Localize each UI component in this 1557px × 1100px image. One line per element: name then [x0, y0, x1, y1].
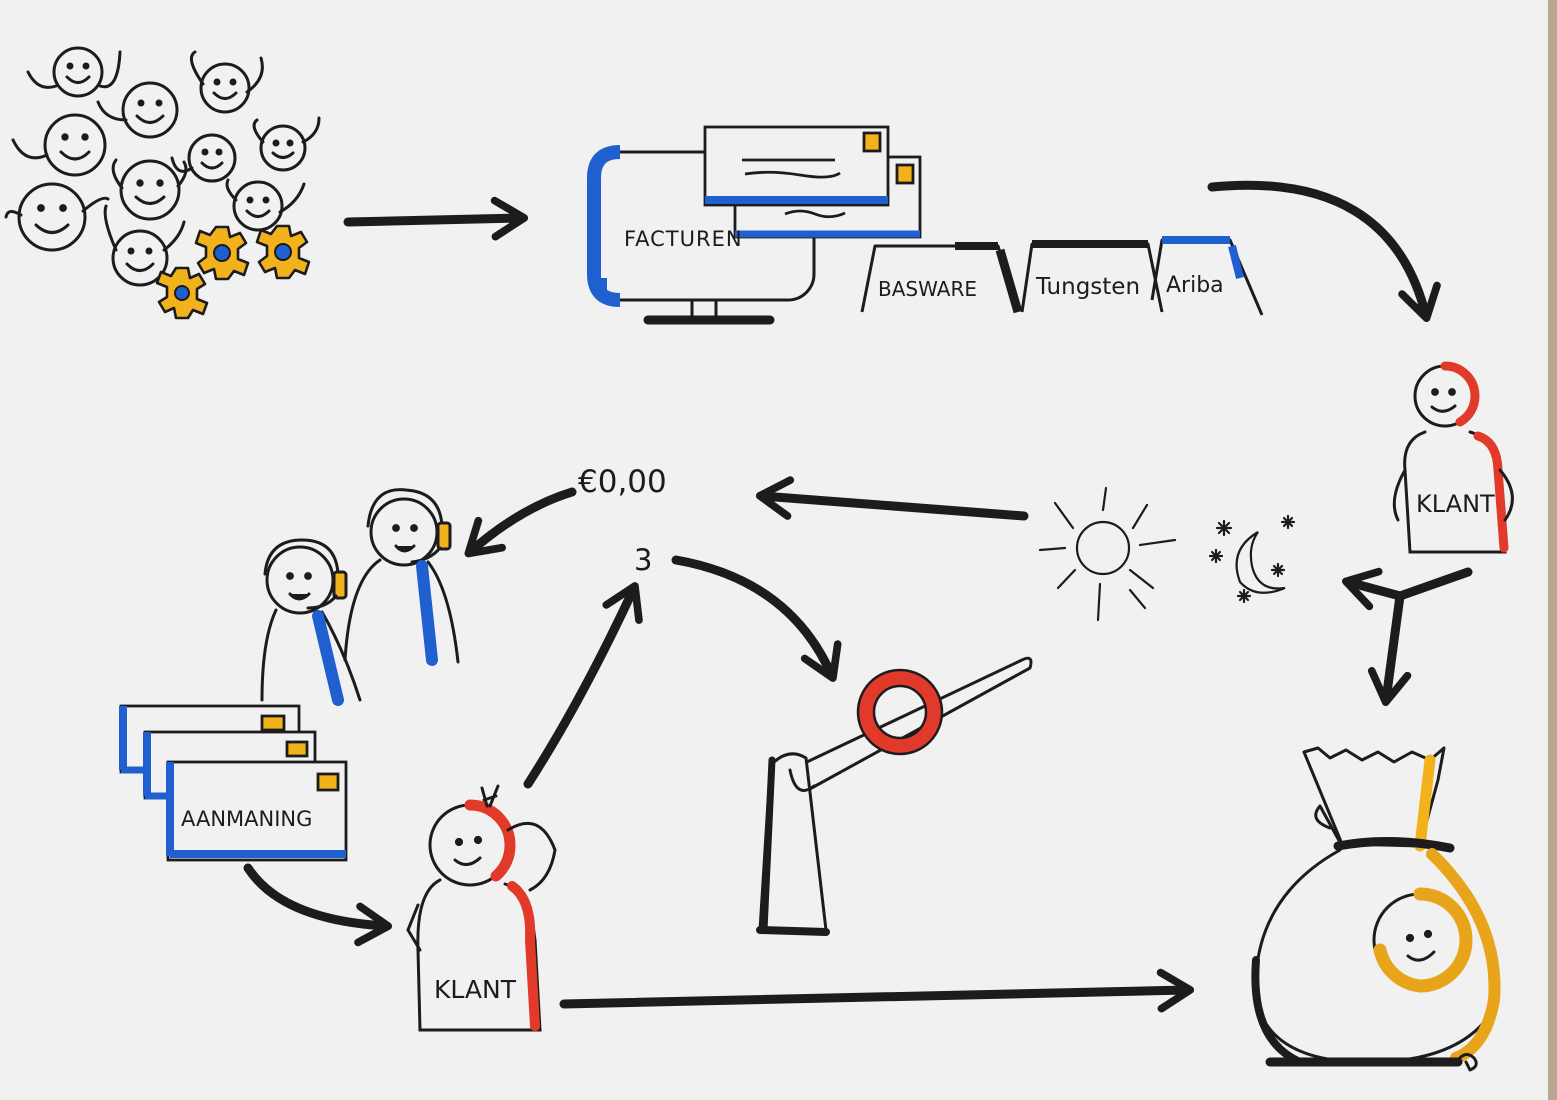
tab-bar: [860, 236, 1264, 316]
facturen-label: FACTUREN: [624, 227, 743, 251]
arrow-to-facturen: [343, 196, 529, 241]
tab-basware: BASWARE: [878, 277, 977, 301]
moon-stars-icon: [1208, 514, 1296, 604]
arrow-to-money-bag: [559, 968, 1195, 1013]
headset-agent-icon: [260, 488, 460, 706]
aanmaning-label: AANMANING: [181, 807, 312, 831]
barrier-gate-icon: [756, 656, 1033, 936]
envelope-icon: [703, 125, 922, 239]
klant-top-figure: [1392, 361, 1514, 554]
arrow-to-agents: [464, 487, 577, 558]
arrow-to-klant-bottom: [243, 863, 393, 947]
gear-icon: [155, 224, 311, 320]
arrow-to-amount: [755, 476, 1029, 521]
arrow-to-barrier: [671, 555, 842, 682]
smiley-crowd-icon: [4, 46, 321, 287]
tab-tungsten: Tungsten: [1035, 274, 1140, 300]
tab-ariba: Ariba: [1166, 273, 1224, 298]
klant-bottom-label: KLANT: [434, 975, 517, 1004]
aanmaning-envelopes: [119, 704, 348, 862]
klant-bottom-figure: [406, 784, 557, 1032]
money-bag-icon: [1251, 746, 1501, 1072]
arrow-to-count: [523, 582, 643, 789]
sun-icon: [1038, 486, 1177, 622]
count-label: 3: [634, 543, 652, 577]
arrow-klant-to-bag: [1367, 591, 1412, 707]
amount-label: €0,00: [578, 464, 667, 500]
klant-top-label: KLANT: [1416, 490, 1495, 518]
arrow-to-klant: [1207, 180, 1441, 323]
